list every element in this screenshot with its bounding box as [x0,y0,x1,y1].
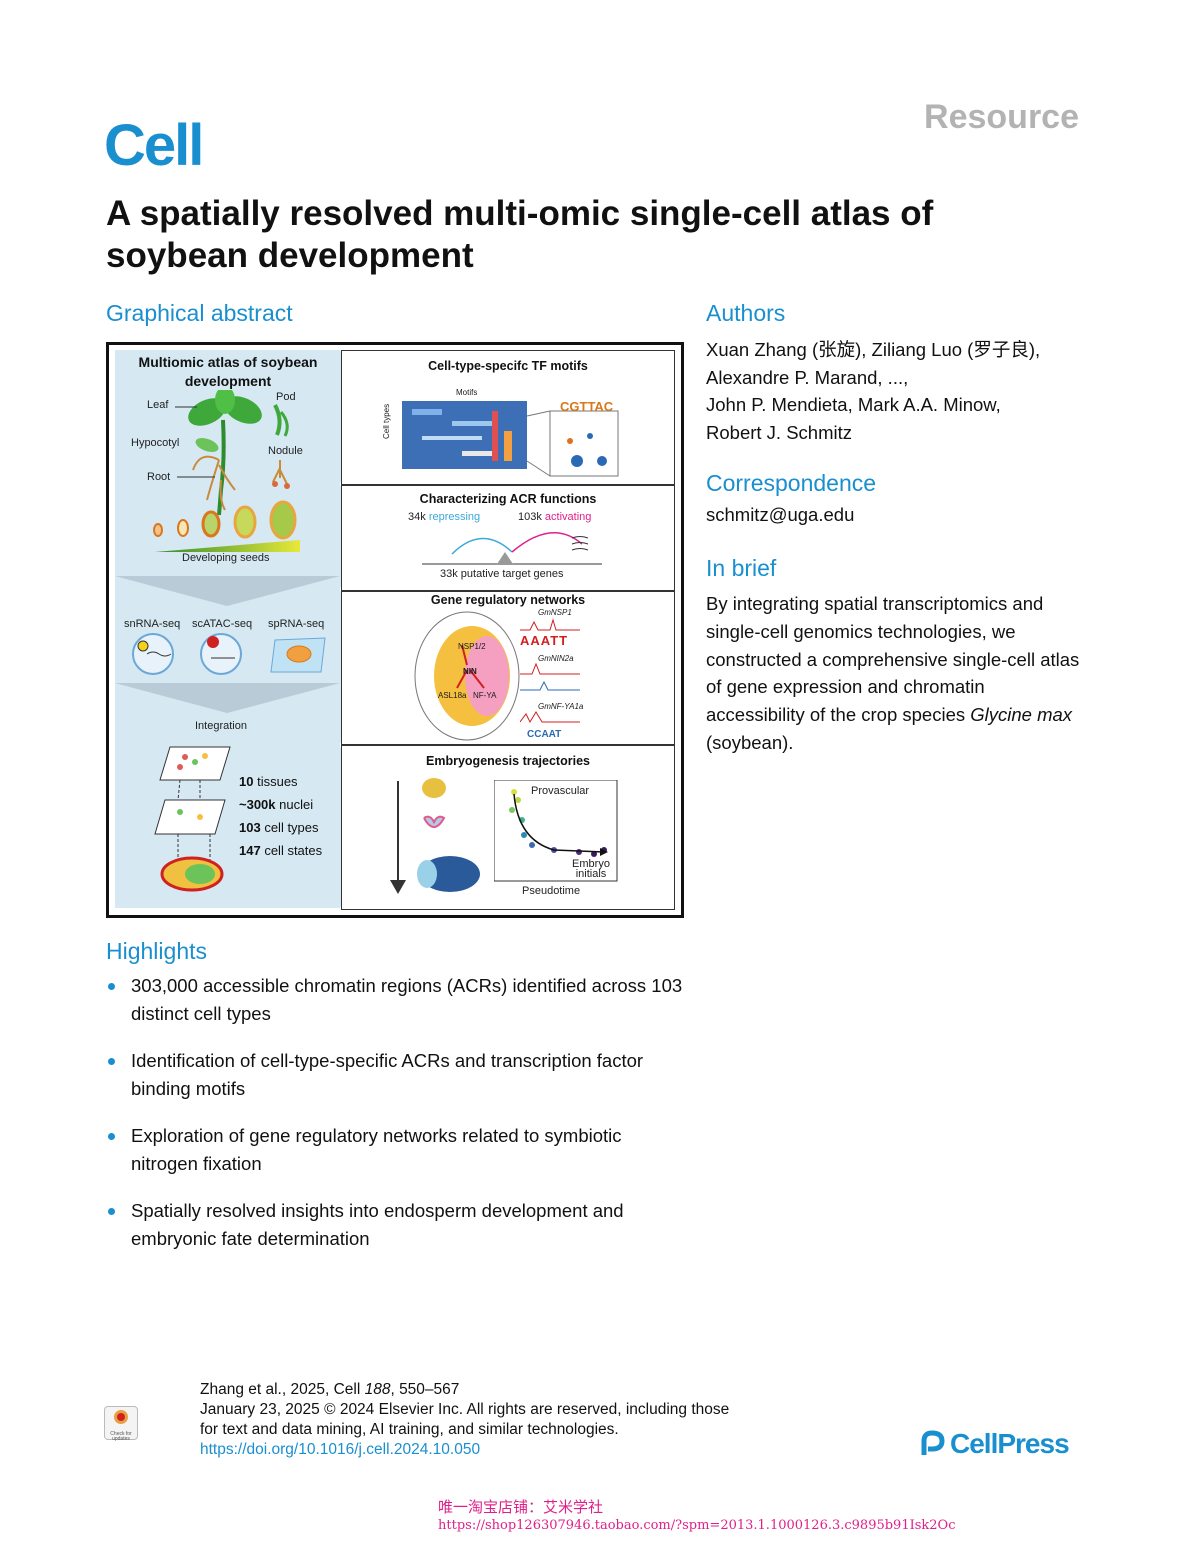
panel-gene-regulatory-networks: Gene regulatory networks NSP1/2 NIN ASL1… [341,591,675,745]
atlas-stats: 10 tissues ~300k nuclei 103 cell types 1… [239,770,322,862]
node-nin: NIN [463,667,477,676]
article-title: A spatially resolved multi-omic single-c… [106,194,934,275]
gene-gmnin2a: GmNIN2a [538,654,574,663]
gmnsp1-track [520,618,580,631]
assay-icons [132,633,326,675]
node-nsp: NSP1/2 [458,642,486,651]
graphical-abstract-heading: Graphical abstract [106,300,293,326]
check-for-updates-button[interactable]: Check for updates [104,1406,138,1442]
gmnin2a-track [520,662,580,691]
highlight-item: Identification of cell-type-specific ACR… [106,1047,686,1102]
root-label: Root [147,471,171,483]
check-for-updates-label: Check for updates [110,1431,132,1442]
motif-heatmap: CGTTAC [402,401,619,477]
motif-aaatt: AAATT [520,633,569,648]
leaf-label: Leaf [147,399,169,411]
article-type-label: Resource [924,98,1079,136]
nodule-network-illustration [414,611,520,741]
highlight-item: 303,000 accessible chromatin regions (AC… [106,972,686,1027]
acr-diagram [422,532,602,565]
cell-types-axis-label: Cell types [382,403,391,439]
doi-link[interactable]: https://doi.org/10.1016/j.cell.2024.10.0… [200,1441,481,1458]
repressing-count: 34k repressing [408,511,481,523]
watermark-line-2: https://shop126307946.taobao.com/?spm=20… [438,1518,956,1533]
author-line-3: John P. Mendieta, Mark A.A. Minow, [706,394,1001,415]
svg-text:CGTTAC: CGTTAC [560,401,614,414]
highlight-item: Spatially resolved insights into endospe… [106,1197,686,1252]
citation-line-1: Zhang et al., 2025, Cell 188, 550–567 [200,1381,460,1398]
author-line-4: Robert J. Schmitz [706,421,852,443]
chevron-down-icon-2 [115,683,340,713]
citation-line-3: for text and data mining, AI training, a… [200,1421,619,1438]
pseudotime-label: Pseudotime [522,885,581,897]
stat-tissues: 10 tissues [239,774,298,789]
panel-embryogenesis-trajectories: Embryogenesis trajectories Provascular E… [341,745,675,910]
panel-grn-title: Gene regulatory networks [430,593,586,607]
node-nf-ya: NF-YA [473,691,497,700]
target-genes-label: 33k putative target genes [440,568,564,580]
authors-heading: Authors [706,300,786,326]
in-brief-text: By integrating spatial transcriptomics a… [706,593,1080,753]
authors-list: Xuan Zhang (张旋), Ziliang Luo (罗子良), Alex… [706,336,1086,446]
assay-label-scatac: scATAC-seq [192,618,253,630]
author-line-2: Alexandre P. Marand, ..., [706,366,909,388]
journal-logo: Cell [104,113,204,178]
panel-tf-motifs: Cell-type-specifc TF motifs Motifs Cell … [341,350,675,485]
integration-layers-illustration [154,746,231,892]
motif-ccaat: CCAAT [527,729,562,740]
bookmark-icon [114,1410,128,1424]
panel-acr-functions-title: Characterizing ACR functions [419,492,597,506]
integration-label: Integration [195,720,247,732]
panel-acr-functions: Characterizing ACR functions 34k repress… [341,485,675,591]
highlights-list: 303,000 accessible chromatin regions (AC… [106,972,686,1272]
stat-cell-states: 147 cell states [239,843,323,858]
ga-left-title: Multiomic atlas of soybean development [138,354,318,389]
species-name: Glycine max [970,704,1073,726]
soybean-plant-illustration [153,390,300,552]
author-line-1: Xuan Zhang (张旋), Ziliang Luo (罗子良), [706,339,1041,360]
correspondence-heading: Correspondence [706,470,877,496]
developing-seeds-label: Developing seeds [182,552,270,564]
highlight-item: Exploration of gene regulatory networks … [106,1122,686,1177]
gene-gmnf-ya1a: GmNF-YA1a [538,702,584,711]
provascular-label: Provascular [531,785,590,797]
watermark-line-1: 唯一淘宝店铺：艾米学社 [438,1498,604,1516]
highlights-heading: Highlights [106,938,207,964]
gene-gmnsp1: GmNSP1 [538,608,572,617]
assay-label-snrna: snRNA-seq [124,618,181,630]
node-asl18a: ASL18a [438,691,467,700]
assay-label-sprna: spRNA-seq [268,618,325,630]
correspondence-email[interactable]: schmitz@uga.edu [706,504,855,525]
cellpress-mark-icon [921,1430,945,1455]
citation-block: Zhang et al., 2025, Cell 188, 550–567 Ja… [200,1380,840,1460]
cellpress-logo: CellPress [918,1428,1070,1460]
embryo-initials-label: Embryo initials [572,858,610,880]
hypocotyl-label: Hypocotyl [131,437,180,449]
trajectory-plot [494,780,618,882]
gmnf-ya1a-track [520,711,580,724]
pod-label: Pod [276,391,296,403]
in-brief-heading: In brief [706,555,777,581]
citation-line-2: January 23, 2025 © 2024 Elsevier Inc. Al… [200,1401,730,1418]
stat-cell-types: 103 cell types [239,820,319,835]
panel-embryogenesis-title: Embryogenesis trajectories [426,754,590,768]
panel-tf-motifs-title: Cell-type-specifc TF motifs [428,359,588,373]
nodule-label: Nodule [268,445,303,457]
motifs-axis-label: Motifs [456,388,478,397]
ga-left-panel [115,350,340,908]
stat-nuclei: ~300k nuclei [239,797,314,812]
embryo-stages-illustration [390,778,480,894]
chevron-down-icon [115,576,340,606]
activating-count: 103k activating [518,511,592,523]
